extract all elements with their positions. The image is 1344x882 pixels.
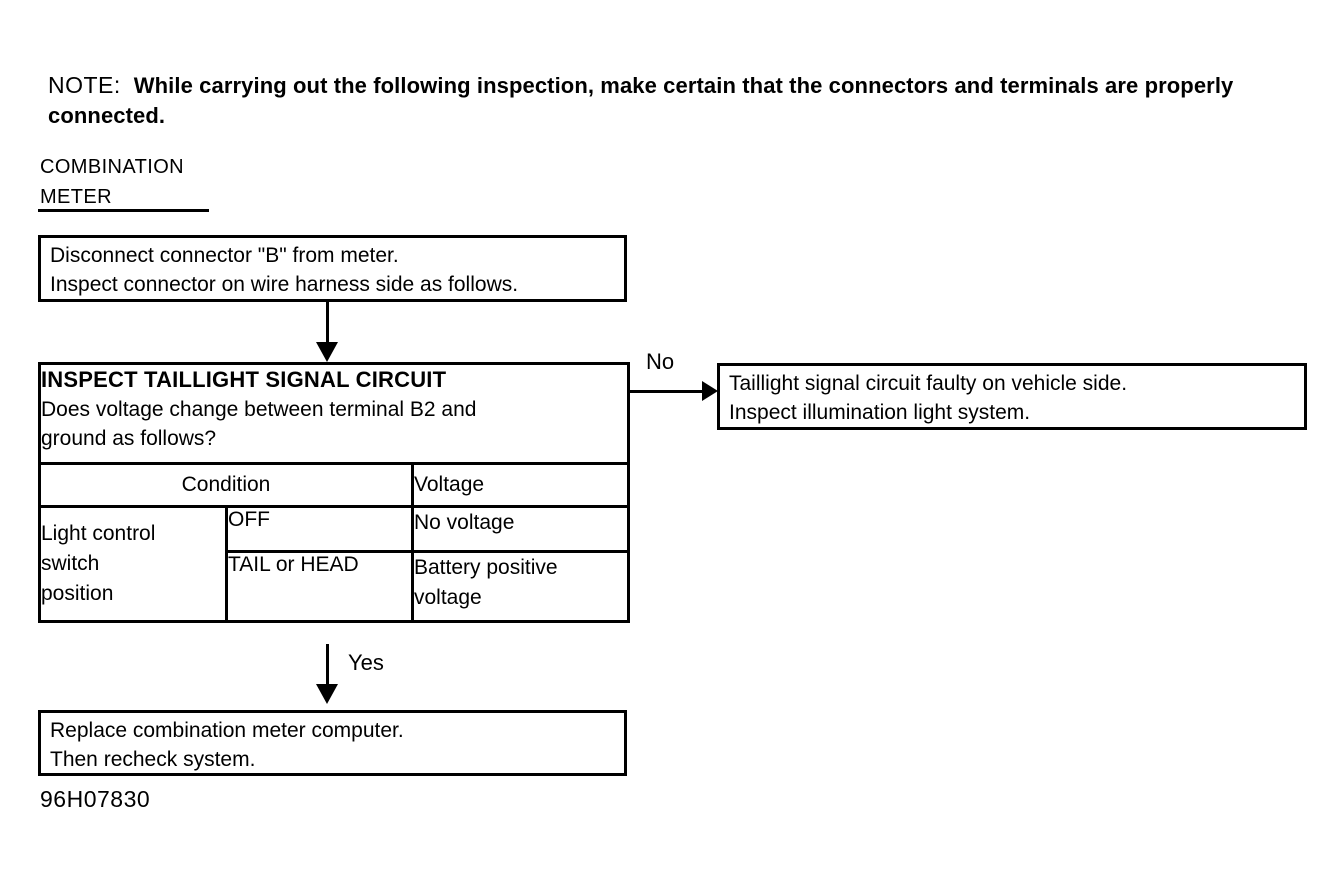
note: NOTE:While carrying out the following in…	[48, 70, 1320, 131]
condition-tail-head-cell: TAIL or HEAD	[225, 550, 414, 623]
down-arrowhead-icon-2	[316, 684, 338, 704]
yes-branch-label: Yes	[348, 650, 384, 675]
step-disconnect-line-2: Inspect connector on wire harness side a…	[50, 273, 519, 296]
no-branch-label: No	[646, 349, 675, 374]
step-disconnect-box: Disconnect connector "B" from meter. Ins…	[38, 235, 627, 302]
replace-meter-box: Replace combination meter computer. Then…	[38, 710, 627, 776]
replace-meter-line-1: Replace combination meter computer.	[50, 719, 404, 742]
no-arrow-line	[629, 390, 704, 393]
note-label: NOTE:	[48, 72, 121, 98]
down-arrowhead-icon-1	[316, 342, 338, 362]
condition-off-cell: OFF	[225, 505, 414, 553]
figure-number: 96H07830	[40, 786, 151, 812]
vehicle-side-fault-box: Taillight signal circuit faulty on vehic…	[717, 363, 1307, 430]
down-arrow-line-1	[326, 302, 329, 346]
step-disconnect-line-1: Disconnect connector "B" from meter.	[50, 244, 399, 267]
voltage-none-cell: No voltage	[410, 505, 631, 553]
inspect-taillight-box: INSPECT TAILLIGHT SIGNAL CIRCUIT Does vo…	[37, 362, 631, 623]
inspect-question: Does voltage change between terminal B2 …	[41, 398, 477, 450]
vehicle-side-fault-line-1: Taillight signal circuit faulty on vehic…	[729, 372, 1128, 395]
replace-meter-line-2: Then recheck system.	[50, 748, 256, 771]
voltage-header-cell: Voltage	[410, 462, 631, 508]
yes-arrow-line	[326, 644, 329, 688]
vehicle-side-fault-line-2: Inspect illumination light system.	[729, 401, 1031, 424]
section-heading: COMBINATION METER	[40, 156, 185, 208]
voltage-battery-cell: Battery positive voltage	[410, 550, 631, 623]
section-underline	[38, 209, 209, 212]
note-text: While carrying out the following inspect…	[48, 73, 1234, 128]
inspect-title-cell: INSPECT TAILLIGHT SIGNAL CIRCUIT Does vo…	[37, 362, 631, 465]
switch-position-cell: Light control switch position	[38, 505, 228, 623]
condition-header-cell: Condition	[38, 462, 414, 508]
inspect-title: INSPECT TAILLIGHT SIGNAL CIRCUIT	[41, 367, 447, 392]
right-arrowhead-icon	[702, 381, 718, 401]
